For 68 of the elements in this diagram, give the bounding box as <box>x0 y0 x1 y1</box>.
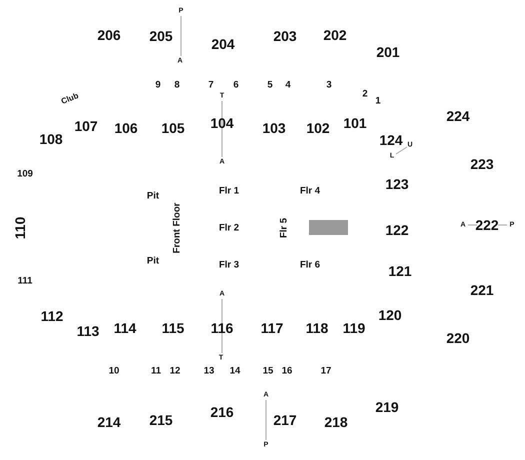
section-number: 114 <box>114 321 136 335</box>
floor-section-label: Flr 4 <box>300 186 320 196</box>
floor-section-label: Flr 6 <box>300 260 320 270</box>
section-number: 220 <box>446 331 470 345</box>
club-label: Club <box>60 92 80 106</box>
section-number: 105 <box>161 121 185 135</box>
section-number: 124 <box>379 133 403 147</box>
section-number: 104 <box>210 116 234 130</box>
floor-section-label: Flr 3 <box>218 260 240 270</box>
row-number: 14 <box>230 366 240 376</box>
floor-section-label: Flr 1 <box>218 186 240 196</box>
row-number: 4 <box>285 80 291 90</box>
floor-section-label: Pit <box>146 256 160 266</box>
section-number: 214 <box>97 415 121 429</box>
section-number: 215 <box>149 413 173 427</box>
section-number: 101 <box>343 116 367 130</box>
row-number: 3 <box>326 80 332 90</box>
row-number: 109 <box>17 169 33 179</box>
section-number: 106 <box>114 121 138 135</box>
section-number: 115 <box>162 321 184 335</box>
section-number: 204 <box>211 37 235 51</box>
section-number: 113 <box>76 324 100 338</box>
row-number: 15 <box>262 366 274 376</box>
section-number: 108 <box>39 132 63 146</box>
section-number: 103 <box>262 121 286 135</box>
row-number: 16 <box>282 366 292 376</box>
section-number: 201 <box>376 45 400 59</box>
row-number: 10 <box>108 366 120 376</box>
section-number: 217 <box>273 413 297 427</box>
row-number: 111 <box>18 276 32 286</box>
row-number: 7 <box>208 80 214 90</box>
row-number: 5 <box>267 80 273 90</box>
row-number: 8 <box>174 80 180 90</box>
floor-section-label: Pit <box>146 191 160 201</box>
row-number: 9 <box>155 80 161 90</box>
row-number: 1 <box>375 96 381 106</box>
section-number: 120 <box>378 308 402 322</box>
floor-section-label: Front Floor <box>172 202 182 254</box>
section-number: 102 <box>306 121 330 135</box>
section-number: 219 <box>375 400 399 414</box>
section-number: 223 <box>470 157 494 171</box>
section-number: 122 <box>385 223 409 237</box>
row-number: 11 <box>150 366 162 376</box>
section-number: 218 <box>324 415 348 429</box>
section-number: 116 <box>210 321 234 335</box>
floor-section-label: Flr 2 <box>218 223 240 233</box>
section-number: 107 <box>74 119 98 133</box>
section-number: 224 <box>446 109 470 123</box>
section-number: 119 <box>342 321 366 335</box>
section-number: 221 <box>470 283 494 297</box>
section-number: 216 <box>210 405 234 419</box>
floor-section-label: Flr 5 <box>279 218 289 238</box>
section-number: 203 <box>273 29 297 43</box>
row-number: 13 <box>204 366 214 376</box>
section-number: 205 <box>149 29 173 43</box>
section-number: 112 <box>40 309 64 323</box>
row-number: 12 <box>170 366 180 376</box>
section-number: 117 <box>260 321 284 335</box>
section-number: 222 <box>475 218 499 232</box>
section-number: 110 <box>13 216 27 240</box>
row-number: 6 <box>233 80 239 90</box>
section-number: 123 <box>385 177 409 191</box>
section-number: 202 <box>323 28 347 42</box>
row-number: 2 <box>362 89 368 99</box>
section-number: 206 <box>97 28 121 42</box>
section-number: 121 <box>388 264 412 278</box>
row-number: 17 <box>320 366 332 376</box>
section-number: 118 <box>306 321 328 335</box>
